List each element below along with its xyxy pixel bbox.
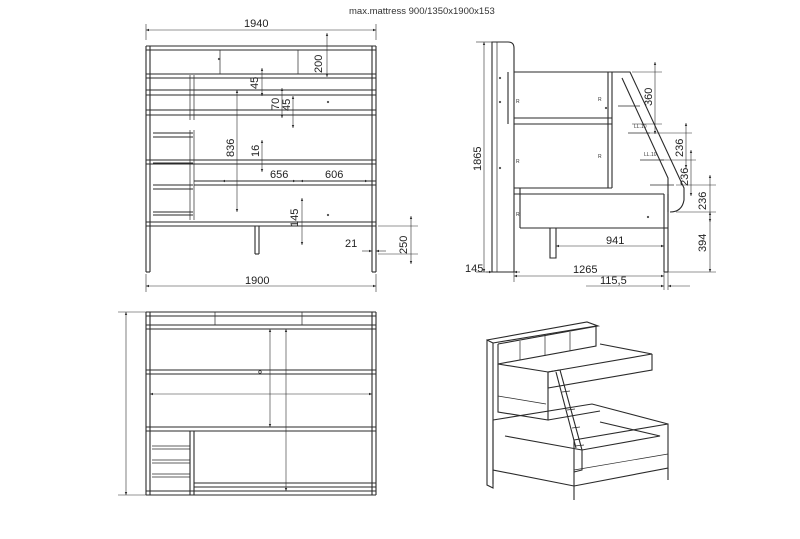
side-view: R R R R R LL.10 LL.10 1865 360 236 236 <box>465 41 716 290</box>
dim-606-label: 606 <box>325 169 343 181</box>
dim-836-label: 836 <box>225 139 237 157</box>
dim-shelf-200-label: 200 <box>313 55 325 73</box>
dim-16-label: 16 <box>250 145 262 157</box>
dim-front-1900-label: 1900 <box>245 275 269 287</box>
svg-text:R: R <box>516 159 520 165</box>
dim-941-label: 941 <box>606 235 624 247</box>
dim-394-label: 394 <box>697 234 709 252</box>
dim-250-label: 250 <box>398 236 410 254</box>
dim-21-label: 21 <box>345 238 357 250</box>
dim-236-step2-label: 236 <box>679 168 691 186</box>
dim-45-top-label: 45 <box>249 77 261 89</box>
dim-236-step3-label: 236 <box>697 192 709 210</box>
dim-145-side-label: 145 <box>465 263 483 275</box>
mattress-spec-title: max.mattress 900/1350x1900x153 <box>349 6 495 17</box>
svg-text:R: R <box>516 212 520 218</box>
dim-70-label: 70 <box>270 98 282 110</box>
svg-text:R: R <box>598 154 602 160</box>
dim-front-width-label: 1940 <box>244 18 268 30</box>
svg-text:LL.10: LL.10 <box>634 124 647 130</box>
svg-text:R: R <box>598 97 602 103</box>
front-view: 1940 200 45 70 45 836 16 656 606 145 <box>145 18 418 292</box>
dim-656-label: 656 <box>270 169 288 181</box>
top-view <box>118 311 377 496</box>
isometric-view <box>486 321 669 500</box>
dim-45-mid-label: 45 <box>281 99 293 111</box>
dim-1865-label: 1865 <box>472 147 484 171</box>
dim-236-step1-label: 236 <box>674 139 686 157</box>
svg-text:R: R <box>516 99 520 105</box>
svg-text:LL.10: LL.10 <box>644 152 657 158</box>
dim-1265-label: 1265 <box>573 264 597 276</box>
dim-360-label: 360 <box>643 88 655 106</box>
dim-145-front-label: 145 <box>289 209 301 227</box>
dim-115-5-label: 115,5 <box>600 275 627 287</box>
